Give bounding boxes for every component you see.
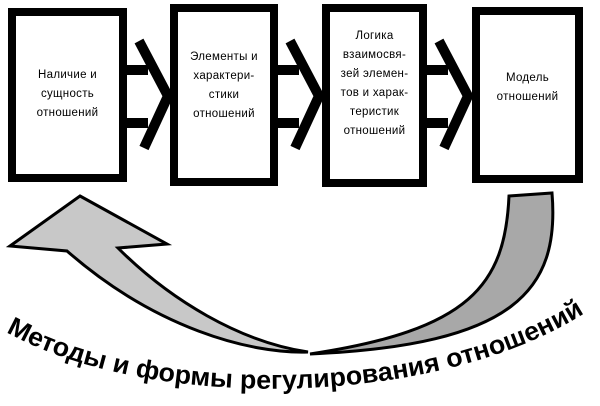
curved-up-left-arrow-icon: Методы и формы регулирования отношений bbox=[3, 191, 588, 395]
stage-box-4-label: Модель отношений bbox=[497, 69, 559, 121]
stage-box-1-line: отношений bbox=[36, 106, 99, 119]
stage-box-2-line: Элементы и bbox=[190, 51, 258, 63]
stage-box-2: Элементы и характери- стики отношений bbox=[170, 4, 278, 186]
thick-right-arrow-icon bbox=[426, 38, 474, 151]
stage-box-1-line: сущность bbox=[40, 87, 95, 100]
stage-box-2-line: отношений bbox=[193, 108, 255, 120]
stage-box-2-line: характери- bbox=[193, 70, 255, 82]
feedback-arrow-head bbox=[5, 194, 309, 354]
thick-right-arrow-icon bbox=[277, 38, 325, 151]
stage-box-3-line: Логика bbox=[355, 29, 394, 42]
stage-box-4-line: Модель bbox=[505, 72, 550, 84]
stage-box-3-label: Логика взаимосвя- зей элемен- тов и хара… bbox=[341, 27, 409, 165]
stage-box-3: Логика взаимосвя- зей элемен- тов и хара… bbox=[322, 4, 427, 187]
thick-right-arrow-icon bbox=[126, 38, 174, 151]
stage-box-2-line: стики bbox=[208, 89, 240, 101]
stage-box-3-line: взаимосвя- bbox=[342, 48, 407, 61]
stage-box-4-line: отношений bbox=[496, 91, 559, 103]
feedback-arrow-tail bbox=[309, 191, 555, 356]
stage-box-3-line: теристик bbox=[349, 105, 400, 118]
stage-box-2-label: Элементы и характери- стики отношений bbox=[190, 48, 258, 142]
stage-box-3-line: тов и харак- bbox=[340, 86, 409, 99]
stage-box-4: Модель отношений bbox=[472, 7, 583, 183]
stage-box-3-line: отношений bbox=[343, 124, 406, 137]
stage-box-1-label: Наличие и сущность отношений bbox=[37, 66, 99, 125]
stage-box-1-line: Наличие и bbox=[38, 68, 97, 81]
stage-box-1: Наличие и сущность отношений bbox=[8, 8, 127, 182]
stage-box-3-line: зей элемен- bbox=[340, 67, 409, 80]
